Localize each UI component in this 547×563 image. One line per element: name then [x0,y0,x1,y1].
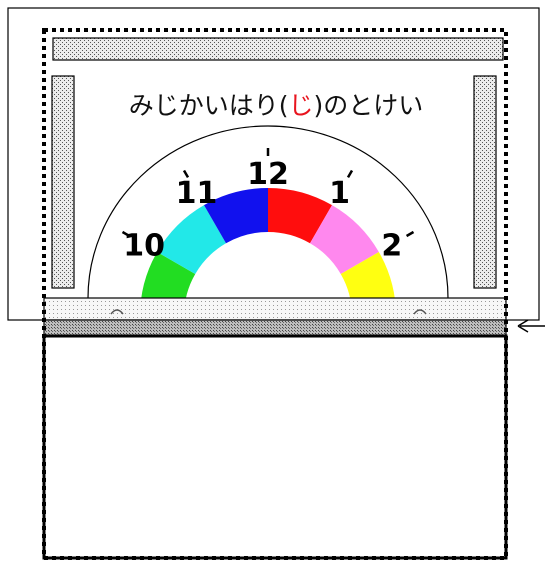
fold-band [44,320,506,336]
top-glue-strip [53,38,503,60]
hour-label-1: 1 [329,176,350,211]
left-glue-strip [52,76,74,288]
hour-label-12: 12 [247,157,289,192]
hour-label-2: 2 [381,229,402,264]
arrow-left-icon [518,320,545,332]
pocket-box [44,336,506,558]
title-after: )のとけい [314,91,424,120]
right-glue-strip [474,76,496,288]
title-highlight: じ [288,91,313,120]
slide-band [44,298,506,320]
clock-title: みじかいはり(じ)のとけい [129,91,424,120]
title-before: みじかいはり( [129,91,289,120]
hour-label-10: 10 [123,229,165,264]
hour-label-11: 11 [176,176,218,211]
